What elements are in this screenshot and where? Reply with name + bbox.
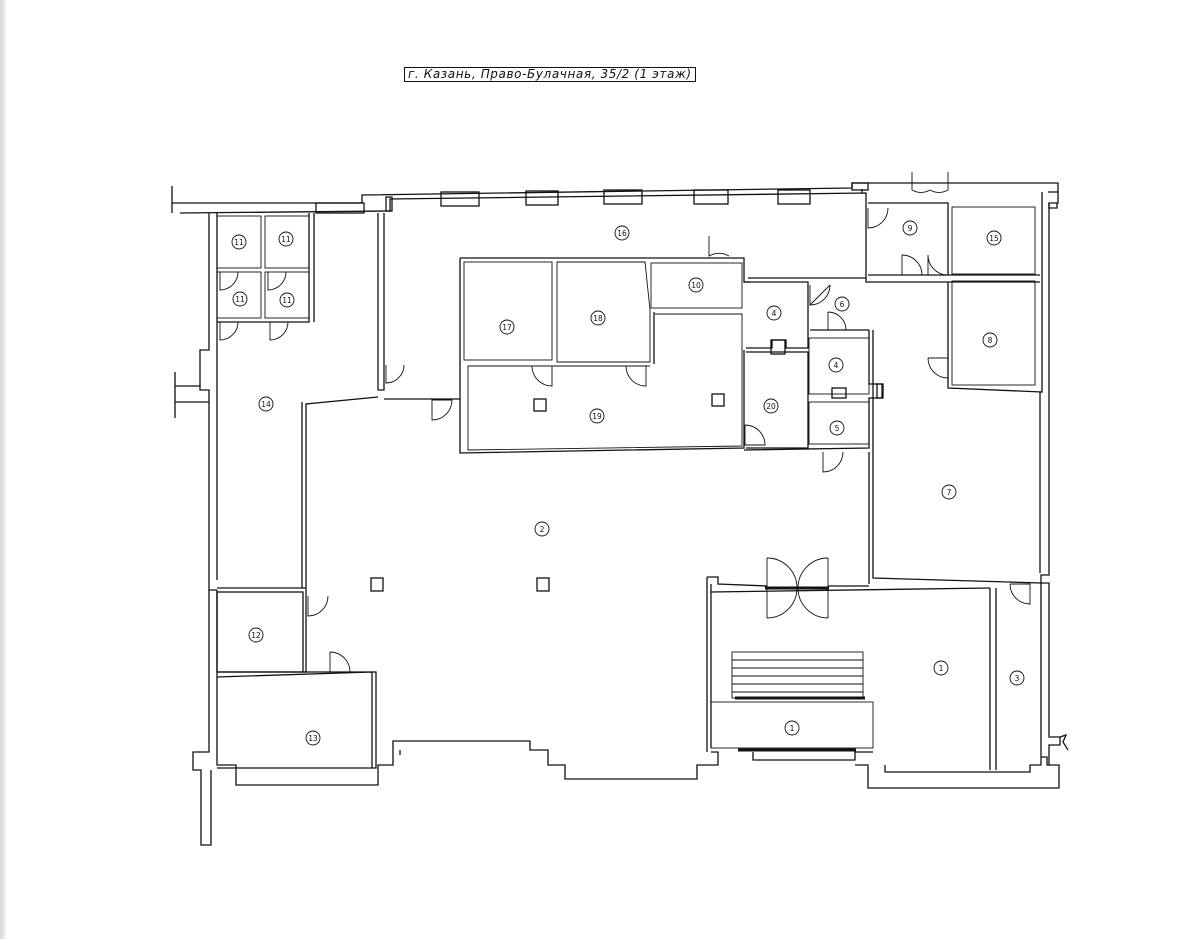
svg-text:1: 1 xyxy=(790,724,795,733)
room-19-label: 19 xyxy=(589,408,605,424)
door-swings xyxy=(219,172,1031,673)
svg-text:12: 12 xyxy=(251,631,261,640)
room-11d-label: 11 xyxy=(279,292,295,308)
svg-text:19: 19 xyxy=(592,412,602,421)
svg-text:18: 18 xyxy=(593,314,603,323)
room-6-label: 6 xyxy=(834,296,850,312)
svg-text:11: 11 xyxy=(281,235,291,244)
page-edge-shadow xyxy=(0,0,6,939)
room-11c-label: 11 xyxy=(232,291,248,307)
room-11b-label: 11 xyxy=(278,231,294,247)
room-2-label: 2 xyxy=(534,521,550,537)
svg-text:17: 17 xyxy=(502,323,512,332)
room-11a-label: 11 xyxy=(231,234,247,250)
svg-text:8: 8 xyxy=(988,336,993,345)
svg-text:16: 16 xyxy=(617,229,627,238)
svg-text:3: 3 xyxy=(1015,674,1020,683)
room-12-label: 12 xyxy=(248,627,264,643)
room-13-label: 13 xyxy=(305,730,321,746)
svg-text:14: 14 xyxy=(261,400,271,409)
svg-text:6: 6 xyxy=(840,300,845,309)
room-3-label: 3 xyxy=(1009,670,1025,686)
room-1b-label: 1 xyxy=(784,720,800,736)
room-16-label: 16 xyxy=(614,225,630,241)
svg-text:13: 13 xyxy=(308,734,318,743)
room-labels: 16 11 11 11 11 14 17 18 10 19 4 6 4 20 5… xyxy=(231,220,1025,746)
room-8-label: 8 xyxy=(982,332,998,348)
svg-text:11: 11 xyxy=(235,295,245,304)
top-windows xyxy=(315,182,869,214)
svg-text:15: 15 xyxy=(989,234,999,243)
interior-walls xyxy=(216,202,1043,770)
room-17-label: 17 xyxy=(499,319,515,335)
svg-text:2: 2 xyxy=(540,525,545,534)
plan-title: г. Казань, Право-Булачная, 35/2 (1 этаж) xyxy=(404,67,696,82)
svg-text:7: 7 xyxy=(947,488,952,497)
svg-text:11: 11 xyxy=(282,296,292,305)
staircase xyxy=(710,651,874,752)
svg-text:9: 9 xyxy=(908,224,913,233)
svg-text:4: 4 xyxy=(772,309,777,318)
room-20-label: 20 xyxy=(763,398,779,414)
room-9-label: 9 xyxy=(902,220,918,236)
svg-text:1: 1 xyxy=(939,664,944,673)
room-10-label: 10 xyxy=(688,277,704,293)
svg-text:5: 5 xyxy=(835,424,840,433)
room-15-label: 15 xyxy=(986,230,1002,246)
room-5-label: 5 xyxy=(829,420,845,436)
room-4b-label: 4 xyxy=(828,357,844,373)
svg-text:11: 11 xyxy=(234,238,244,247)
room-18-label: 18 xyxy=(590,310,606,326)
room-1a-label: 1 xyxy=(933,660,949,676)
svg-text:10: 10 xyxy=(691,281,701,290)
svg-text:4: 4 xyxy=(834,361,839,370)
room-7-label: 7 xyxy=(941,484,957,500)
room-4a-label: 4 xyxy=(766,305,782,321)
svg-text:20: 20 xyxy=(766,402,776,411)
room-14-label: 14 xyxy=(258,396,274,412)
